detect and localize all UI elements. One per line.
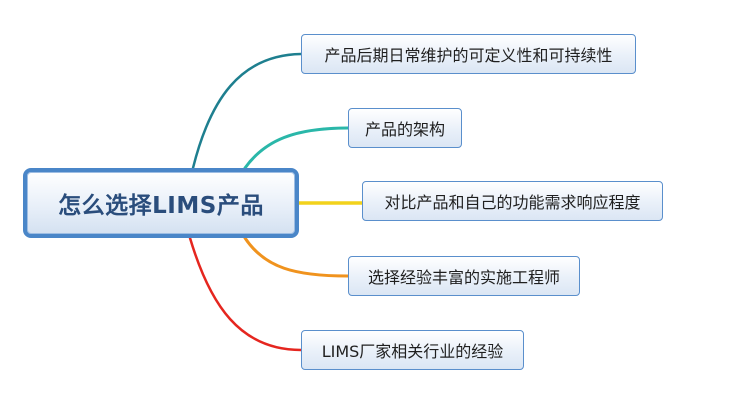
branch-topic-requirements[interactable]: 对比产品和自己的功能需求响应程度 <box>362 181 663 221</box>
branch-topic-label: LIMS厂家相关行业的经验 <box>321 342 504 361</box>
connector-branch-4 <box>243 236 350 278</box>
branch-topic-label: 产品后期日常维护的可定义性和可持续性 <box>324 46 613 65</box>
branch-topic-industry-experience[interactable]: LIMS厂家相关行业的经验 <box>301 330 524 370</box>
branch-topic-architecture[interactable]: 产品的架构 <box>348 108 462 148</box>
connector-branch-5 <box>188 236 303 352</box>
connector-branch-2 <box>243 126 350 170</box>
branch-topic-label: 产品的架构 <box>364 120 445 139</box>
connector-branch-1 <box>191 52 303 170</box>
branch-topic-maintenance[interactable]: 产品后期日常维护的可定义性和可持续性 <box>301 34 636 74</box>
root-topic-label: 怎么选择LIMS产品 <box>58 193 264 219</box>
branch-topic-label: 选择经验丰富的实施工程师 <box>367 268 560 287</box>
branch-topic-engineers[interactable]: 选择经验丰富的实施工程师 <box>348 256 580 296</box>
root-topic[interactable]: 怎么选择LIMS产品 <box>23 168 299 238</box>
branch-topic-label: 对比产品和自己的功能需求响应程度 <box>384 193 641 212</box>
